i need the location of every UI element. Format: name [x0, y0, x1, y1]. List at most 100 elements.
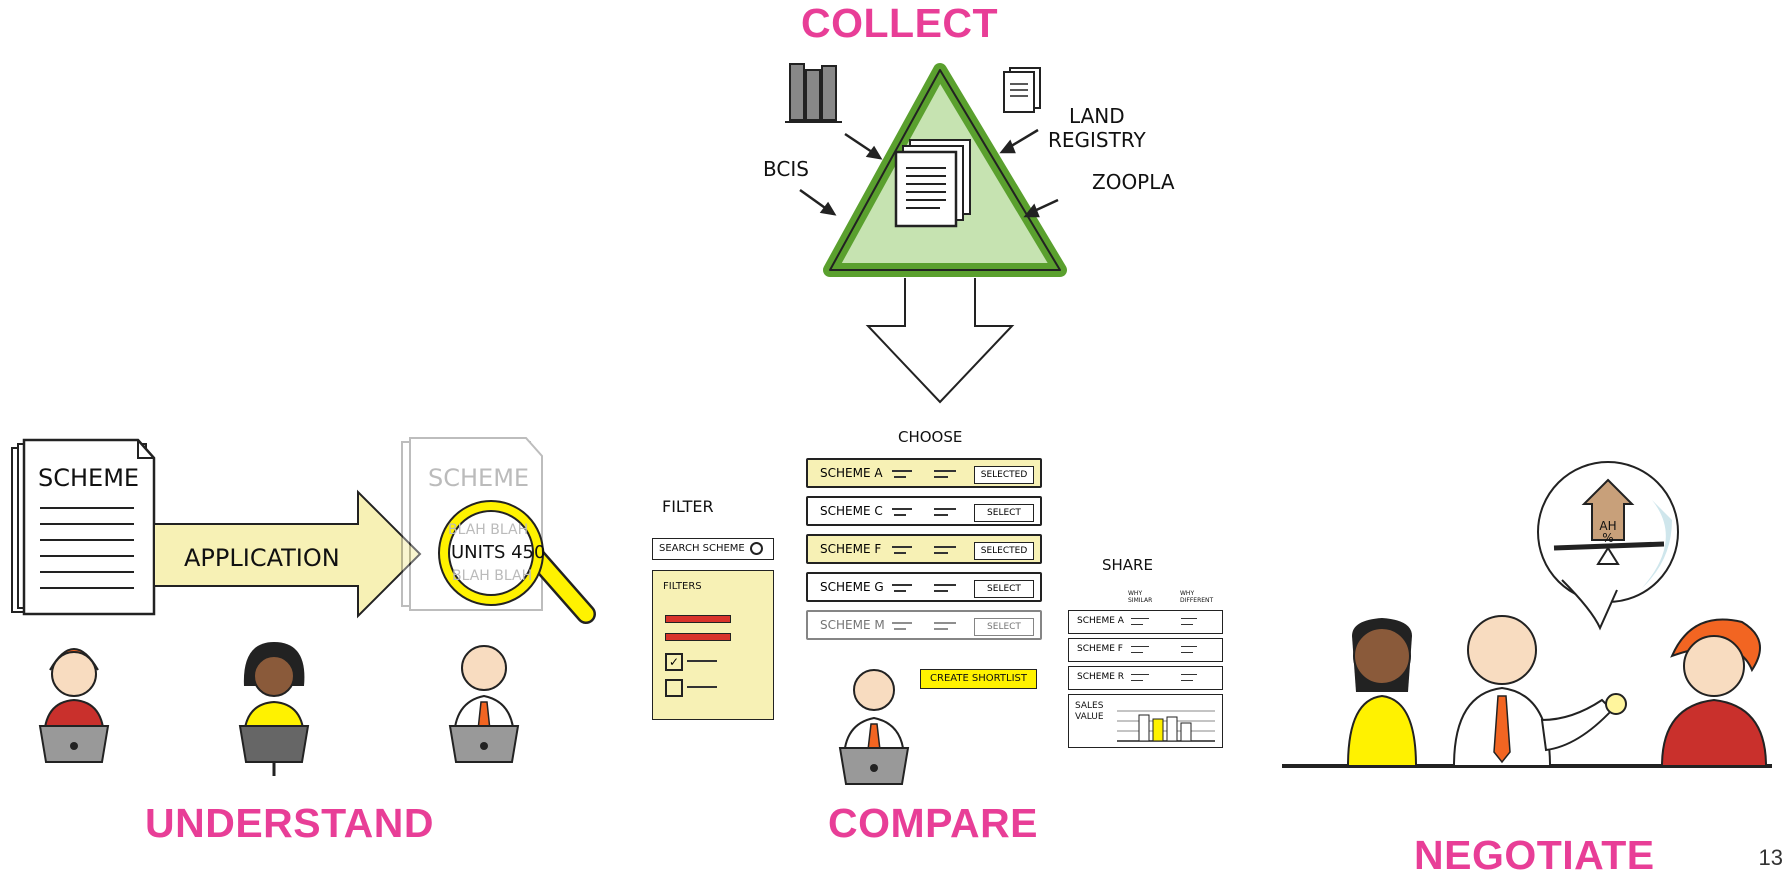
- magnifier-units-text: UNITS 450: [451, 542, 546, 563]
- placeholder-line: [934, 508, 956, 510]
- scheme-row: SCHEME A SELECTED: [806, 458, 1042, 488]
- slide-number: 13: [1758, 845, 1783, 870]
- application-arrow: [153, 489, 422, 619]
- negotiate-title: NEGOTIATE: [1414, 832, 1655, 878]
- share-row: SCHEME F: [1068, 638, 1223, 662]
- filter-checkbox-unchecked[interactable]: [665, 679, 683, 697]
- understand-illustration: [11, 437, 596, 624]
- scheme-name: SCHEME A: [820, 466, 883, 480]
- placeholder-line: [892, 546, 912, 548]
- source-zoopla: ZOOPLA: [1092, 170, 1175, 194]
- magnifier-blah-bottom: BLAH BLAH: [452, 568, 533, 584]
- search-icon: [750, 542, 763, 555]
- share-row: SCHEME R: [1068, 666, 1223, 690]
- understand-people: [38, 642, 520, 776]
- scheme-name: SCHEME M: [820, 618, 885, 632]
- magnifying-glass-icon: [438, 500, 596, 624]
- placeholder-line: [934, 552, 948, 554]
- placeholder-line: [1131, 680, 1143, 681]
- scheme-row: SCHEME G SELECT: [806, 572, 1042, 602]
- filter-slider-1[interactable]: [665, 615, 731, 623]
- placeholder-line: [934, 514, 948, 516]
- ah-badge-text: AH %: [1599, 519, 1617, 545]
- scheme-row: SCHEME C SELECT: [806, 496, 1042, 526]
- sales-value-label: SALES VALUE: [1075, 701, 1104, 722]
- scheme-row: SCHEME F SELECTED: [806, 534, 1042, 564]
- placeholder-line: [894, 552, 906, 554]
- understand-title: UNDERSTAND: [145, 800, 434, 846]
- filter-slider-2[interactable]: [665, 633, 731, 641]
- scheme-name: SCHEME C: [820, 504, 883, 518]
- create-shortlist-button[interactable]: CREATE SHORTLIST: [920, 669, 1037, 689]
- person-bald-negotiate-icon: [1452, 615, 1627, 767]
- placeholder-line: [934, 622, 956, 624]
- placeholder-line: [892, 508, 912, 510]
- scheme-document-icon: [11, 438, 156, 616]
- document-stack-icon: [1003, 67, 1041, 113]
- placeholder-line: [1181, 652, 1193, 653]
- search-placeholder: SEARCH SCHEME: [659, 543, 745, 554]
- placeholder-line: [1181, 618, 1197, 619]
- share-row: SCHEME A: [1068, 610, 1223, 634]
- application-label: APPLICATION: [184, 544, 340, 572]
- person-orange-hair-icon: [38, 648, 110, 763]
- placeholder-line: [1181, 674, 1197, 675]
- placeholder-line: [1131, 674, 1149, 675]
- share-col-similar: WHY SIMILAR: [1128, 590, 1153, 604]
- collect-illustration: [785, 63, 1067, 404]
- document-pile-icon: [894, 139, 971, 228]
- source-arrows: [799, 128, 1059, 218]
- select-button[interactable]: SELECT: [974, 618, 1034, 636]
- negotiate-illustration: [1282, 461, 1772, 768]
- select-button[interactable]: SELECT: [974, 580, 1034, 598]
- select-button[interactable]: SELECT: [974, 504, 1034, 522]
- sales-value-chart: SALES VALUE: [1068, 694, 1223, 748]
- filter-checkbox-checked[interactable]: ✓: [665, 653, 683, 671]
- selected-button[interactable]: SELECTED: [974, 466, 1034, 484]
- magnifier-blah-top: BLAH BLAH: [448, 522, 529, 538]
- source-land-registry: LAND REGISTRY: [1048, 104, 1146, 152]
- placeholder-line: [1131, 624, 1143, 625]
- collect-title: COLLECT: [801, 0, 999, 46]
- placeholder-line: [1181, 646, 1197, 647]
- placeholder-line: [934, 476, 948, 478]
- choose-label: CHOOSE: [898, 428, 963, 446]
- person-orange-hair-negotiate-icon: [1660, 618, 1768, 767]
- placeholder-line: [894, 476, 906, 478]
- share-label: SHARE: [1102, 556, 1153, 574]
- person-bald-icon: [448, 645, 520, 763]
- scheme-name: SCHEME G: [820, 580, 884, 594]
- collect-down-arrow: [865, 278, 1015, 404]
- placeholder-line: [1131, 646, 1149, 647]
- share-scheme-name: SCHEME A: [1077, 616, 1124, 626]
- scheme-row: SCHEME M SELECT: [806, 610, 1042, 640]
- filter-label: FILTER: [662, 497, 714, 516]
- placeholder-line: [934, 590, 948, 592]
- placeholder-line: [892, 470, 912, 472]
- sales-bar-chart-icon: [1117, 710, 1215, 742]
- placeholder-line: [1131, 618, 1149, 619]
- placeholder-line: [1181, 624, 1193, 625]
- person-dark-hair-icon: [238, 642, 310, 776]
- compare-person-icon: [838, 669, 910, 785]
- selected-button[interactable]: SELECTED: [974, 542, 1034, 560]
- share-col-different: WHY DIFFERENT: [1180, 590, 1214, 604]
- person-dark-hair-negotiate-icon: [1346, 618, 1418, 767]
- buildings-icon: [785, 63, 842, 123]
- compare-title: COMPARE: [828, 800, 1039, 846]
- placeholder-line: [934, 584, 956, 586]
- search-scheme-input[interactable]: SEARCH SCHEME: [652, 538, 774, 560]
- placeholder-line: [934, 470, 956, 472]
- share-scheme-name: SCHEME F: [1077, 644, 1123, 654]
- placeholder-line: [892, 584, 912, 586]
- placeholder-line: [894, 590, 906, 592]
- placeholder-line: [894, 514, 906, 516]
- placeholder-line: [894, 628, 906, 630]
- filters-label: FILTERS: [663, 581, 702, 592]
- placeholder-line: [1181, 680, 1193, 681]
- scheme-doc-title: SCHEME: [38, 464, 140, 492]
- scheme-name: SCHEME F: [820, 542, 882, 556]
- placeholder-line: [934, 628, 948, 630]
- affordable-housing-icon: [1553, 478, 1665, 565]
- placeholder-line: [934, 546, 956, 548]
